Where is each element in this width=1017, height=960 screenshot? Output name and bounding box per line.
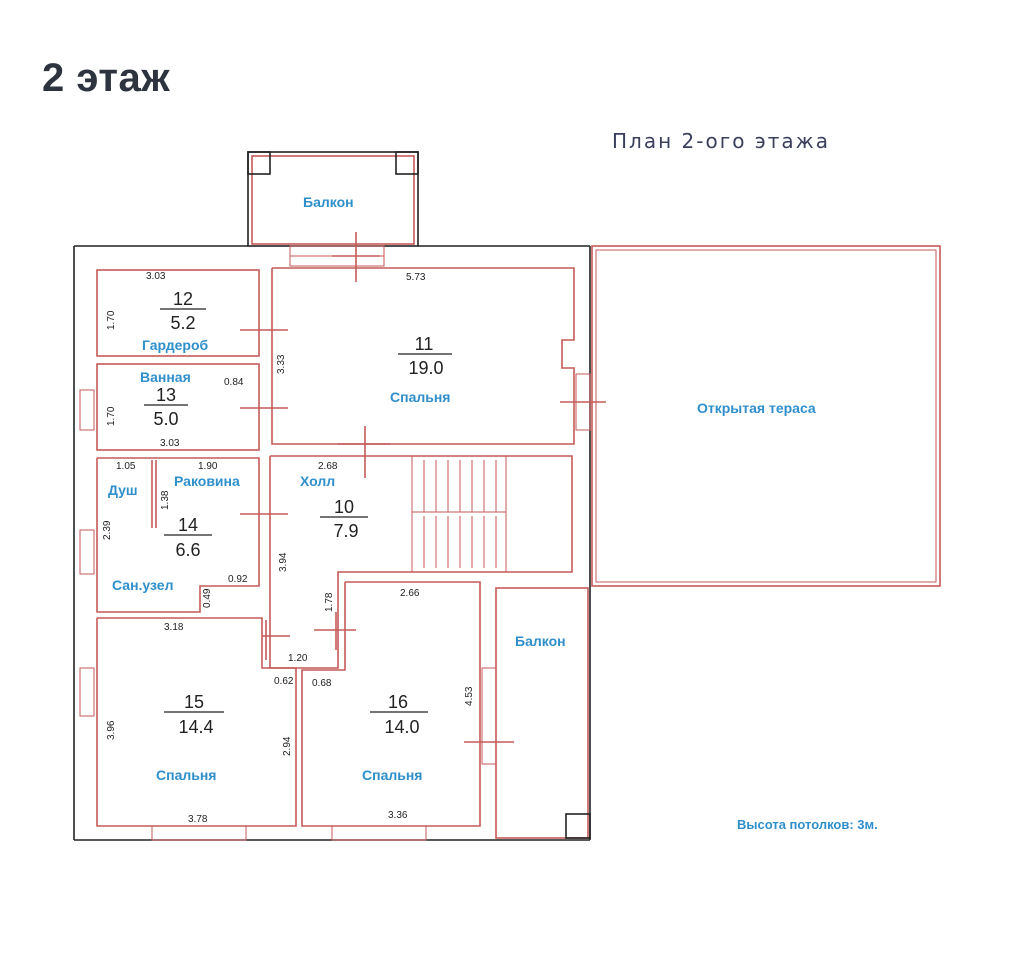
dim-label: 2.68	[318, 461, 338, 472]
building-outline	[73, 245, 591, 841]
dim-label: 2.66	[400, 588, 420, 599]
dim-label: 0.68	[312, 678, 332, 689]
room-13-outline	[96, 363, 260, 451]
shower-label: Душ	[108, 482, 138, 498]
dim-label: 3.18	[164, 622, 184, 633]
balcony-right	[495, 587, 591, 839]
room-14-outline	[79, 457, 288, 613]
dim-label: 0.62	[274, 676, 294, 687]
room-11-name: Спальня	[390, 389, 450, 405]
ceiling-height-note: Высота потолков: 3м.	[737, 817, 878, 832]
dim-label: 3.94	[278, 552, 289, 572]
room-15-outline	[79, 617, 297, 841]
plan-caption: План 2-ого этажа	[612, 129, 830, 153]
balcony-top	[247, 151, 419, 282]
room-10-area: 7.9	[333, 521, 358, 541]
dim-label: 3.03	[160, 438, 180, 449]
dim-label: 1.05	[116, 461, 136, 472]
dim-label: 3.03	[146, 271, 166, 282]
room-13-name: Ванная	[140, 369, 191, 385]
dim-label: 3.36	[388, 810, 408, 821]
sink-label: Раковина	[174, 473, 240, 489]
terrace	[591, 245, 941, 587]
room-10-number: 10	[334, 497, 354, 517]
dim-label: 1.78	[324, 592, 335, 612]
room-14-number: 14	[178, 515, 198, 535]
dim-label: 3.78	[188, 814, 208, 825]
room-16-name: Спальня	[362, 767, 422, 783]
room-15-number: 15	[184, 692, 204, 712]
room-12-area: 5.2	[170, 313, 195, 333]
dim-label: 3.96	[106, 720, 117, 740]
room-11-number: 11	[415, 334, 434, 354]
dim-label: 0.84	[224, 377, 244, 388]
dim-label: 0.49	[202, 588, 213, 608]
room-13-number: 13	[156, 385, 176, 405]
room-11-area: 19.0	[408, 358, 443, 378]
dim-label: 1.38	[160, 490, 171, 510]
room-16-number: 16	[388, 692, 408, 712]
room-12-outline	[96, 269, 260, 357]
dim-label: 3.33	[276, 354, 287, 374]
room-14-area: 6.6	[175, 540, 200, 560]
dim-label: 0.92	[228, 574, 248, 585]
dim-label: 2.94	[282, 736, 293, 756]
dim-label: 1.70	[106, 310, 117, 330]
room-14-name: Сан.узел	[112, 577, 173, 593]
dim-label: 5.73	[406, 272, 426, 283]
terrace-label: Открытая тераса	[697, 400, 816, 416]
balcony-top-label: Балкон	[303, 194, 354, 210]
room-10-name: Холл	[300, 473, 335, 489]
balcony-right-label: Балкон	[515, 633, 566, 649]
dim-label: 4.53	[464, 686, 475, 706]
room-15-name: Спальня	[156, 767, 216, 783]
dim-label: 1.20	[288, 653, 308, 664]
room-15-area: 14.4	[178, 717, 213, 737]
room-13-area: 5.0	[153, 409, 178, 429]
dim-label: 1.90	[198, 461, 218, 472]
room-12-number: 12	[173, 289, 193, 309]
page-title: 2 этаж	[42, 56, 171, 100]
room-12-name: Гардероб	[142, 337, 209, 353]
dim-label: 1.70	[106, 406, 117, 426]
room-16-area: 14.0	[384, 717, 419, 737]
dim-label: 2.39	[102, 520, 113, 540]
room-11-outline	[271, 267, 606, 478]
